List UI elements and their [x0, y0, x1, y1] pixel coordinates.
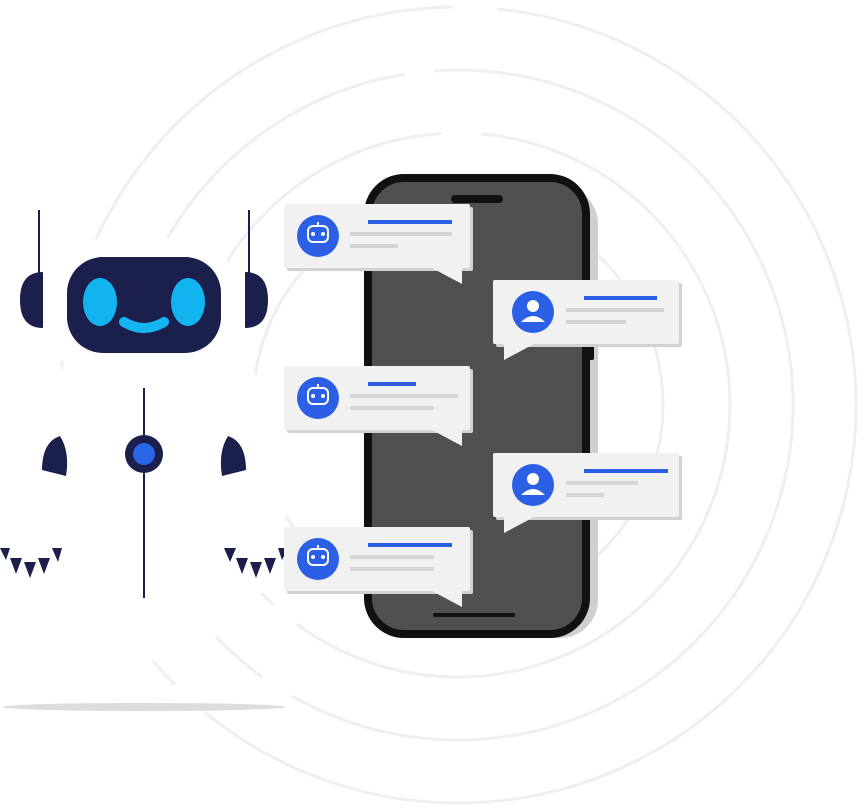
robot-avatar-icon	[297, 538, 339, 580]
phone-side-button-2	[364, 338, 372, 364]
robot-right-hand	[224, 548, 288, 578]
robot-right-shoulder	[220, 436, 246, 476]
robot-avatar-glyph	[307, 222, 329, 243]
robot-left-eye	[83, 278, 117, 326]
robot-avatar-icon	[297, 377, 339, 419]
robot-avatar-icon	[297, 215, 339, 257]
robot-right-ear	[245, 272, 268, 328]
phone-speaker	[451, 195, 503, 203]
robot-right-eye	[171, 278, 205, 326]
ground-shadow	[2, 703, 286, 711]
phone-home-bar	[433, 613, 515, 617]
robot-left-ear	[20, 272, 43, 328]
chat-bubble-bot	[284, 204, 473, 284]
robot-left-shoulder	[42, 436, 68, 476]
chat-bubble-user	[493, 280, 682, 360]
chat-bubble-bot	[284, 527, 473, 607]
chat-bubble-user	[493, 453, 682, 533]
robot-left-hand	[0, 548, 62, 578]
chat-bubble-bot	[284, 366, 473, 446]
phone-side-button-1	[364, 300, 372, 326]
robot	[0, 210, 288, 662]
robot-mouth	[119, 317, 169, 333]
